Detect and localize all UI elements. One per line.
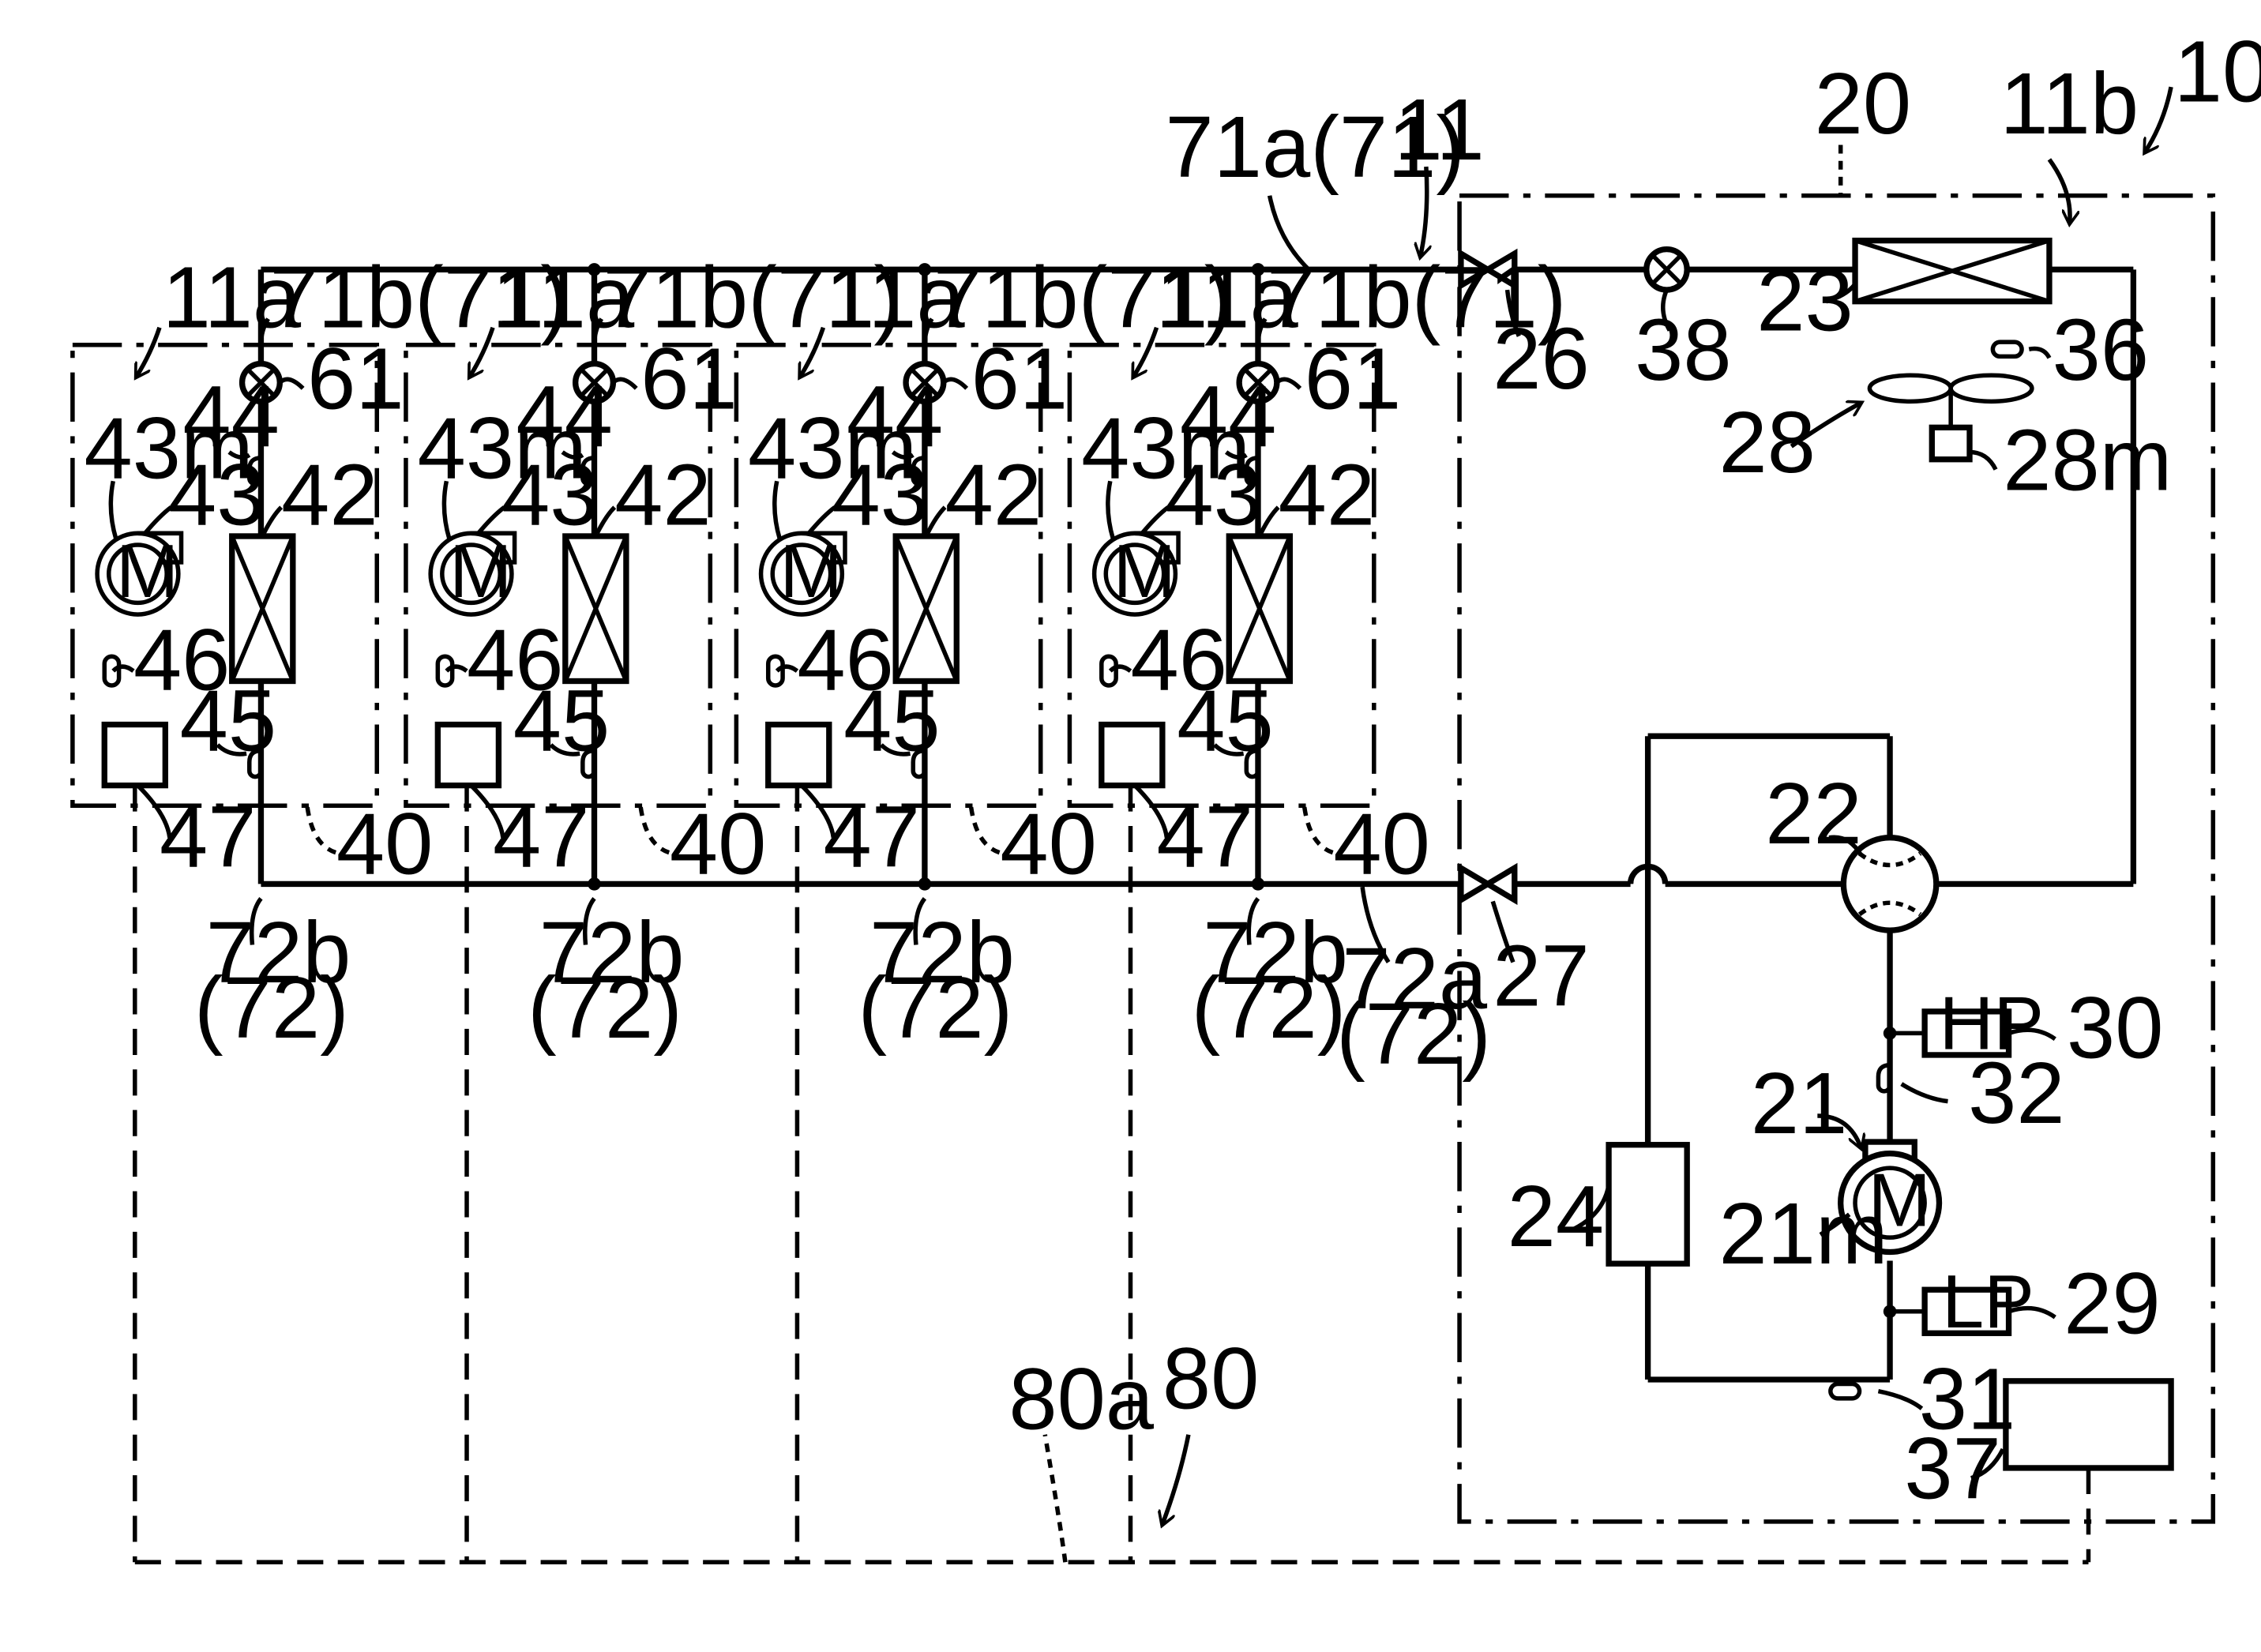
label-37: 37: [1904, 1420, 2000, 1517]
label-80a: 80a: [1008, 1350, 1154, 1447]
unit1-45: 45: [180, 673, 276, 770]
unit2-42: 42: [614, 446, 711, 543]
label-80: 80: [1162, 1331, 1259, 1428]
label-27: 27: [1493, 928, 1589, 1025]
labels: 10 11 11b 20 71a(71) 26 38 23 36 28 28m …: [1008, 23, 2261, 1517]
unit2-40: 40: [670, 796, 766, 893]
unit3-40: 40: [1000, 796, 1096, 893]
label-36: 36: [2053, 302, 2149, 399]
unit2-72b-paren: (72): [528, 959, 682, 1057]
unit1-61: 61: [307, 330, 404, 427]
label-72a-paren: (72): [1336, 986, 1491, 1083]
label-21m: 21m: [1719, 1185, 1888, 1282]
accumulator: [1609, 1145, 1687, 1263]
outdoor-air-temp-sensor: [1992, 342, 2022, 356]
unit4-47: 47: [1157, 788, 1253, 885]
label-24: 24: [1508, 1168, 1604, 1265]
unit3-47: 47: [823, 788, 919, 885]
outdoor-fan-motor: [1932, 427, 1970, 459]
label-28: 28: [1719, 394, 1816, 491]
label-21: 21: [1751, 1055, 1847, 1152]
unit3-72b-paren: (72): [858, 959, 1013, 1057]
unit3-m: M: [779, 530, 842, 614]
unit1-72b-paren: (72): [194, 959, 349, 1057]
unit1-47: 47: [160, 788, 256, 885]
unit1-42: 42: [281, 446, 377, 543]
unit1-m: M: [116, 530, 178, 614]
unit4-43: 43: [1166, 446, 1262, 543]
unit4-40: 40: [1333, 796, 1429, 893]
label-11b: 11b: [2000, 55, 2139, 152]
label-28m: 28m: [2003, 411, 2172, 509]
indoor-unit-labels: 11a 71b(71) 61 44 43m 43 42 M 46 45 47 4…: [85, 250, 1567, 1057]
unit2-47: 47: [493, 788, 589, 885]
suction-temp-sensor: [1831, 1384, 1860, 1399]
unit1-43: 43: [168, 446, 265, 543]
unit4-45: 45: [1177, 673, 1273, 770]
unit4-42: 42: [1279, 446, 1375, 543]
unit2-45: 45: [513, 673, 610, 770]
label-22: 22: [1765, 765, 1861, 862]
lp-text: LP: [1942, 1260, 2034, 1344]
unit4-m: M: [1113, 530, 1175, 614]
label-32: 32: [1968, 1045, 2064, 1142]
unit4-61: 61: [1305, 330, 1401, 427]
outdoor-controller: [2006, 1381, 2171, 1468]
gas-shutoff-valve: [1461, 868, 1515, 899]
unit4-72b-paren: (72): [1192, 959, 1346, 1057]
unit2-43: 43: [501, 446, 598, 543]
label-10: 10: [2174, 23, 2261, 120]
label-20: 20: [1815, 55, 1911, 152]
label-71a: 71a(71): [1166, 99, 1465, 196]
label-38: 38: [1635, 302, 1731, 399]
unit1-40: 40: [336, 796, 433, 893]
outdoor-expansion-valve: [1647, 250, 1687, 290]
outdoor-heat-exchanger: [1855, 241, 2049, 302]
unit3-42: 42: [945, 446, 1042, 543]
unit3-61: 61: [971, 330, 1068, 427]
unit3-43: 43: [832, 446, 928, 543]
unit3-45: 45: [843, 673, 940, 770]
unit2-61: 61: [640, 330, 737, 427]
label-23: 23: [1756, 252, 1853, 349]
unit2-m: M: [449, 530, 512, 614]
label-29: 29: [2064, 1255, 2160, 1352]
label-30: 30: [2067, 980, 2163, 1077]
